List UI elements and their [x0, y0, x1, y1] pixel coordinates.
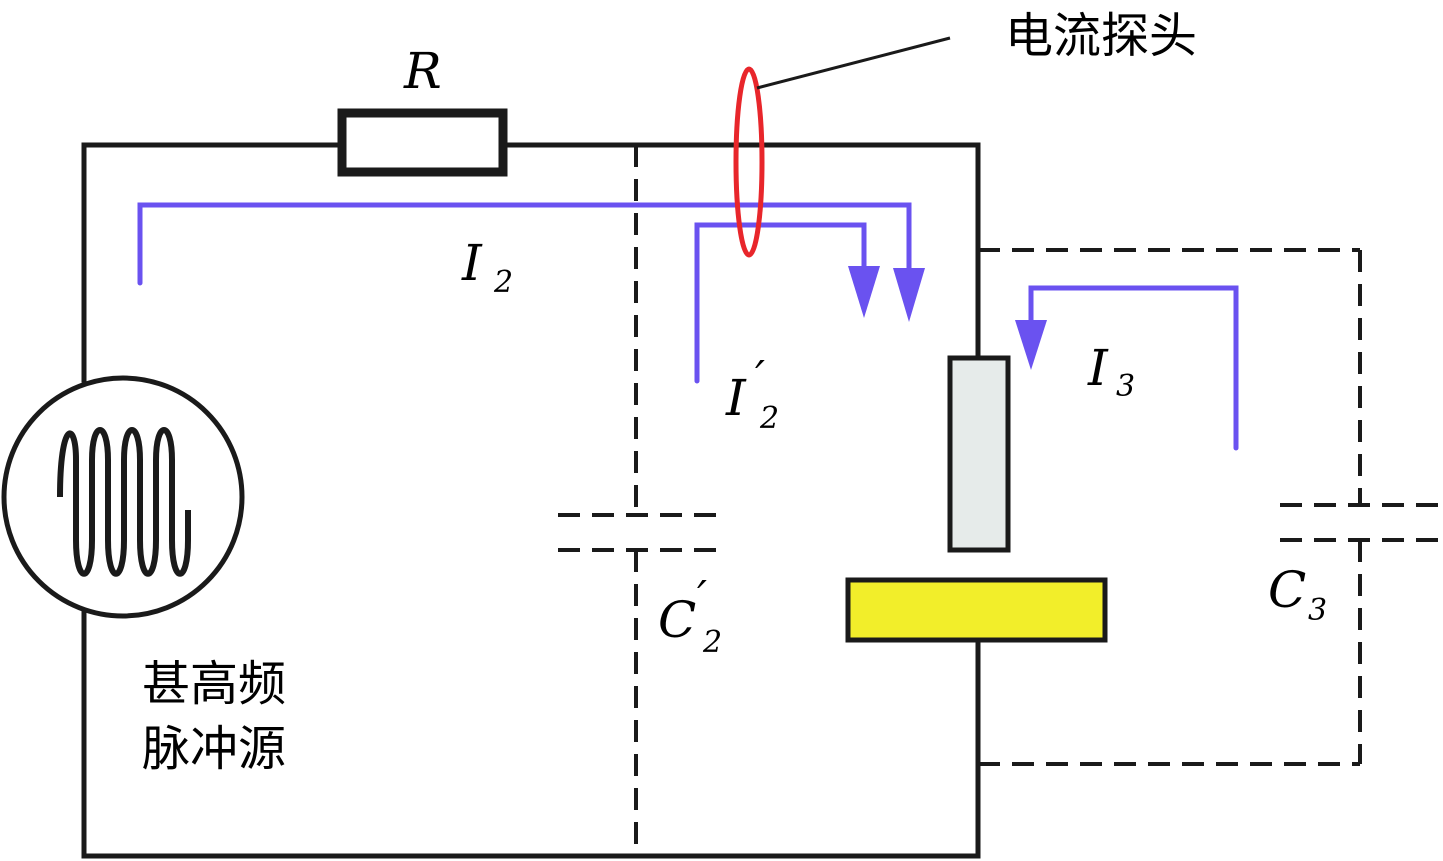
sine-wave-icon — [57, 427, 191, 577]
c2-prime-label: C — [658, 591, 696, 649]
current-i2-path — [137, 202, 925, 322]
source-label-line1: 甚高频 — [142, 656, 286, 712]
i2-arrowhead — [893, 268, 925, 322]
i2-subscript: 2 — [493, 265, 513, 300]
c3-label: C — [1268, 561, 1306, 619]
i2-label: I — [461, 234, 483, 292]
resistor-label: R — [403, 42, 442, 100]
lower-electrode — [845, 577, 1108, 643]
resistor — [337, 108, 508, 177]
i2-prime-label: I — [725, 369, 747, 427]
i2-prime-arrowhead — [848, 266, 880, 318]
i3-arrowhead — [1015, 320, 1047, 370]
i2-prime-subscript: 2 — [759, 401, 779, 436]
current-i3-path — [1015, 285, 1239, 451]
probe-label: 电流探头 — [1005, 8, 1197, 64]
probe-ring — [733, 66, 765, 258]
c2-prime-mark: ′ — [697, 572, 707, 623]
probe-leader-line — [756, 36, 951, 90]
upper-electrode — [947, 355, 1011, 553]
c2-prime-subscript: 2 — [702, 625, 722, 660]
parasitic-capacitor-c3 — [978, 248, 1443, 766]
current-i2-prime-path — [694, 222, 880, 384]
current-probe — [733, 36, 951, 258]
main-wiring — [81, 142, 981, 859]
parasitic-capacitor-c2 — [558, 145, 720, 856]
c3-subscript: 3 — [1308, 593, 1327, 628]
i2-prime-mark: ′ — [755, 352, 765, 403]
i3-label: I — [1087, 339, 1109, 397]
i3-subscript: 3 — [1116, 369, 1135, 404]
source-label-line2: 脉冲源 — [142, 721, 286, 777]
vhf-pulse-source — [1, 375, 245, 619]
